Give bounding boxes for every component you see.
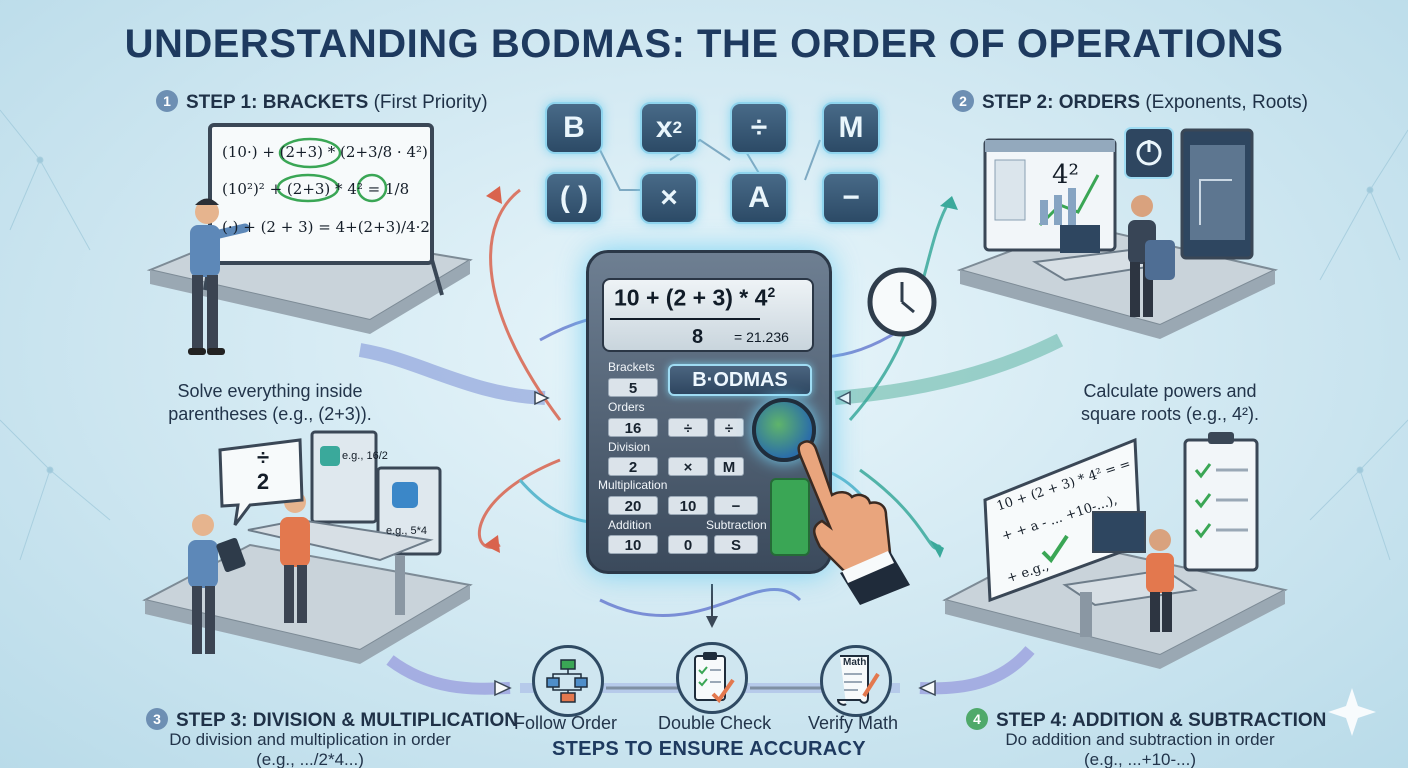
verify-math-label: Verify Math xyxy=(808,713,899,733)
multiplication-example: e.g., 5*4 xyxy=(386,525,427,537)
step-2-description: Calculate powers and square roots (e.g.,… xyxy=(1040,380,1300,426)
step-3-heading: 3 STEP 3: DIVISION & MULTIPLICATION xyxy=(146,708,518,732)
step-2-title: STEP 2: ORDERS xyxy=(982,92,1141,113)
step-3-description: Do division and multiplication in order … xyxy=(120,730,500,768)
key-m[interactable]: M xyxy=(714,457,744,476)
step-3-title: STEP 3: DIVISION & MULTIPLICATION xyxy=(176,710,519,731)
division-bubble-symbol: ÷ xyxy=(256,445,270,470)
step-3-number: 3 xyxy=(146,708,168,730)
step-4-description: Do addition and subtraction in order (e.… xyxy=(960,730,1320,768)
tile-times: × xyxy=(640,172,698,224)
monitor-exponent: 4² xyxy=(1052,160,1079,190)
key-minus[interactable]: − xyxy=(714,496,758,515)
key-addition-2[interactable]: 0 xyxy=(668,535,708,554)
step-4-desc-line-2: (e.g., ...+10-...) xyxy=(1084,750,1196,768)
step-1-desc-line-1: Solve everything inside xyxy=(177,381,363,401)
tile-parentheses: ( ) xyxy=(545,172,603,224)
calculator-expression-main: 10 + (2 + 3) * 4 xyxy=(614,284,768,311)
key-times[interactable]: × xyxy=(668,457,708,476)
calculator-denominator: 8 xyxy=(692,326,704,348)
step-4-number: 4 xyxy=(966,708,988,730)
tile-a: A xyxy=(730,172,788,224)
step-2-heading: 2 STEP 2: ORDERS (Exponents, Roots) xyxy=(952,90,1308,114)
key-brackets[interactable]: 5 xyxy=(608,378,658,397)
pointing-hand-icon xyxy=(797,440,910,605)
whiteboard-line-3: (·) + (2 + 3) = 4+(2+3)/4·2 xyxy=(222,218,430,236)
whiteboard-line-2: (10²)² + (2+3) * 4² = 1/8 xyxy=(222,180,410,198)
key-division[interactable]: 2 xyxy=(608,457,658,476)
key-addition-1[interactable]: 10 xyxy=(608,535,658,554)
tile-b: B xyxy=(545,102,603,154)
step-2-desc-line-2: square roots (e.g., 4²). xyxy=(1080,404,1260,424)
fraction-bar xyxy=(610,318,760,320)
key-divide-2[interactable]: ÷ xyxy=(714,418,744,437)
key-s[interactable]: S xyxy=(714,535,758,554)
label-orders: Orders xyxy=(608,400,645,414)
step-1-subtitle: (First Priority) xyxy=(373,92,488,113)
step-4-title: STEP 4: ADDITION & SUBTRACTION xyxy=(996,710,1327,731)
step-1-title: STEP 1: BRACKETS xyxy=(186,92,369,113)
step-3-desc-line-1: Do division and multiplication in order xyxy=(169,730,451,749)
step-2-number: 2 xyxy=(952,90,974,112)
calculator-expression: 10 + (2 + 3) * 42 xyxy=(614,284,775,312)
tile-exponent-base: x xyxy=(655,111,673,144)
key-orders[interactable]: 16 xyxy=(608,418,658,437)
step-1-description: Solve everything inside parentheses (e.g… xyxy=(150,380,390,426)
follow-order-label: Follow Order xyxy=(514,713,618,733)
whiteboard-line-1: (10·) + (2+3) * (2+3/8 · 4²) xyxy=(222,143,428,161)
division-bubble-number: 2 xyxy=(256,469,270,494)
step-4-heading: 4 STEP 4: ADDITION & SUBTRACTION xyxy=(966,708,1326,732)
division-example: e.g., 16/2 xyxy=(342,450,388,462)
step-1-heading: 1 STEP 1: BRACKETS (First Priority) xyxy=(156,90,488,114)
tile-exponent-power: 2 xyxy=(672,118,683,137)
label-brackets: Brackets xyxy=(608,360,655,374)
page-title: UNDERSTANDING BODMAS: THE ORDER OF OPERA… xyxy=(124,22,1284,66)
step-4-desc-line-1: Do addition and subtraction in order xyxy=(1005,730,1275,749)
label-subtraction: Subtraction xyxy=(706,518,767,532)
flowchart-icon xyxy=(546,659,588,703)
accuracy-caption: STEPS TO ENSURE ACCURACY xyxy=(552,738,866,760)
double-check-label: Double Check xyxy=(658,713,772,733)
checklist-icon xyxy=(694,652,735,704)
step-2-subtitle: (Exponents, Roots) xyxy=(1145,92,1308,113)
math-scroll-label: Math xyxy=(843,657,867,668)
step-2-desc-line-1: Calculate powers and xyxy=(1083,381,1257,401)
step-3-desc-line-2: (e.g., .../2*4...) xyxy=(256,750,364,768)
tile-minus: − xyxy=(822,172,880,224)
tile-divide: ÷ xyxy=(730,102,788,154)
label-division: Division xyxy=(608,440,651,454)
calculator-result: = 21.236 xyxy=(734,329,789,345)
follow-order-circle xyxy=(532,645,604,717)
step-1-desc-line-2: parentheses (e.g., (2+3)). xyxy=(168,404,372,424)
equals-key[interactable] xyxy=(770,478,810,556)
step-1-number: 1 xyxy=(156,90,178,112)
bodmas-badge: B·ODMAS xyxy=(668,364,812,396)
calculator-screen xyxy=(602,278,814,352)
key-multiplication-2[interactable]: 10 xyxy=(668,496,708,515)
math-scroll-icon xyxy=(836,655,880,706)
key-multiplication-1[interactable]: 20 xyxy=(608,496,658,515)
label-multiplication: Multiplication xyxy=(598,478,668,492)
tile-m: M xyxy=(822,102,880,154)
key-divide-1[interactable]: ÷ xyxy=(668,418,708,437)
label-addition: Addition xyxy=(608,518,652,532)
calculator-expression-exponent: 2 xyxy=(767,284,776,300)
division-bubble: ÷ 2 xyxy=(250,446,276,494)
